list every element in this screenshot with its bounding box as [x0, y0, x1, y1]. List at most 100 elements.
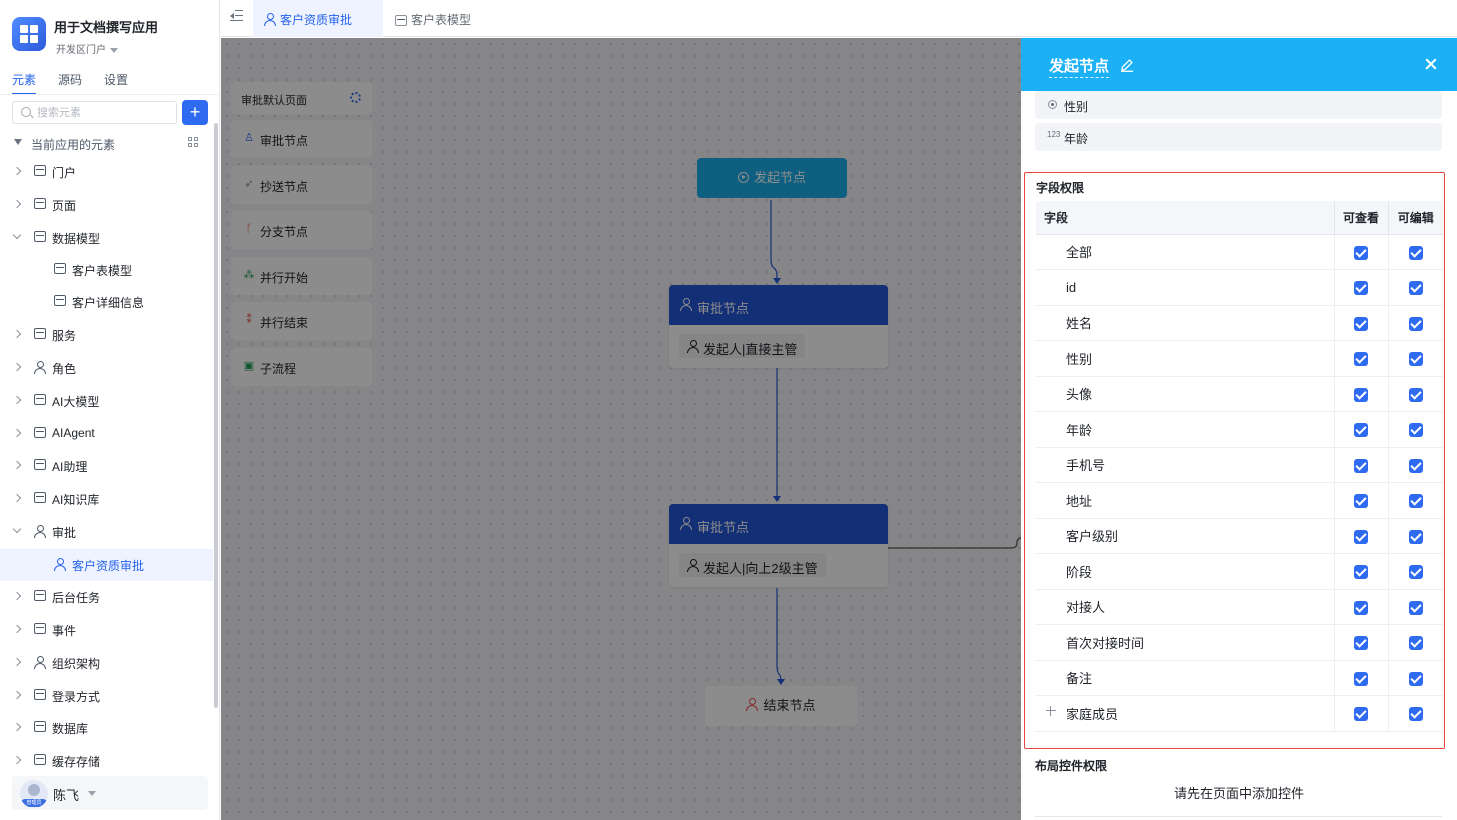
sidebar-item[interactable]: AI大模型	[0, 385, 213, 417]
sidebar-item[interactable]: 事件	[0, 614, 213, 646]
chevron-right-icon[interactable]	[12, 362, 22, 372]
app-env-selector[interactable]: 开发区门户	[56, 41, 118, 56]
sidebar-item[interactable]: 客户表模型	[0, 254, 213, 286]
chevron-right-icon[interactable]	[12, 199, 22, 209]
sidebar-item[interactable]: 客户详细信息	[0, 286, 213, 318]
edit-checkbox[interactable]	[1408, 387, 1423, 402]
sidebar-item[interactable]: 数据模型	[0, 222, 213, 254]
view-checkbox[interactable]	[1354, 281, 1368, 296]
chevron-right-icon[interactable]	[12, 624, 22, 634]
view-checkbox[interactable]	[1354, 529, 1368, 544]
chevron-right-icon[interactable]	[12, 657, 22, 667]
modal-overlay[interactable]	[221, 38, 1021, 820]
sidebar-item[interactable]: 客户资质审批	[0, 549, 213, 581]
chevron-right-icon[interactable]	[12, 428, 22, 438]
chevron-right-icon[interactable]	[12, 591, 22, 601]
app-header[interactable]: 用于文档撰写应用 开发区门户	[12, 16, 212, 56]
tree-group-header[interactable]: 当前应用的元素	[0, 130, 213, 155]
sidebar-item[interactable]: 审批	[0, 516, 213, 548]
edit-checkbox[interactable]	[1408, 600, 1423, 615]
sidebar-item[interactable]: 数据库	[0, 712, 213, 744]
approval-icon	[680, 517, 692, 530]
field-chip[interactable]: 123 年龄	[1035, 123, 1442, 151]
edit-checkbox[interactable]	[1408, 671, 1423, 686]
view-checkbox[interactable]	[1354, 352, 1368, 367]
palette-item[interactable]: ➶抄送节点	[231, 165, 372, 204]
edit-checkbox[interactable]	[1408, 281, 1423, 296]
palette-item[interactable]: ⁑并行结束	[231, 302, 372, 341]
edit-checkbox[interactable]	[1408, 529, 1423, 544]
chevron-right-icon[interactable]	[12, 690, 22, 700]
edit-checkbox[interactable]	[1408, 458, 1423, 473]
column-header-field: 字段	[1036, 201, 1334, 235]
approval-node[interactable]: 审批节点 发起人|直接主管	[669, 285, 888, 368]
sidebar-item[interactable]: 页面	[0, 189, 213, 221]
edit-checkbox[interactable]	[1408, 352, 1423, 367]
sidebar-item[interactable]: 组织架构	[0, 647, 213, 679]
sidebar-item[interactable]: 缓存存储	[0, 745, 213, 777]
sidebar-item[interactable]: 登录方式	[0, 680, 213, 712]
view-checkbox[interactable]	[1354, 494, 1368, 509]
view-checkbox[interactable]	[1354, 458, 1368, 473]
collapse-sidebar-icon[interactable]	[230, 10, 243, 22]
search-box[interactable]	[12, 101, 177, 124]
chevron-right-icon[interactable]	[12, 166, 22, 176]
user-menu[interactable]: 管理员 陈飞	[12, 776, 208, 810]
chevron-right-icon[interactable]	[12, 755, 22, 765]
close-icon[interactable]	[1422, 55, 1440, 73]
chevron-down-icon[interactable]	[12, 524, 22, 534]
edit-checkbox[interactable]	[1408, 565, 1423, 580]
view-checkbox[interactable]	[1354, 636, 1368, 651]
view-checkbox[interactable]	[1354, 707, 1368, 722]
edit-checkbox[interactable]	[1408, 316, 1423, 331]
start-node[interactable]: 发起节点	[697, 158, 847, 198]
sidebar-item[interactable]: AI助理	[0, 450, 213, 482]
end-node[interactable]: 结束节点	[705, 686, 857, 726]
chevron-right-icon[interactable]	[12, 722, 22, 732]
chevron-right-icon[interactable]	[12, 395, 22, 405]
tab-customer-approval[interactable]: 客户资质审批	[253, 0, 383, 37]
view-checkbox[interactable]	[1354, 316, 1368, 331]
chevron-right-icon[interactable]	[12, 329, 22, 339]
expand-icon[interactable]	[1046, 706, 1056, 716]
edit-icon[interactable]	[1120, 58, 1134, 72]
layout-icon[interactable]	[188, 137, 199, 148]
view-checkbox[interactable]	[1354, 387, 1368, 402]
drawer-title[interactable]: 发起节点	[1049, 55, 1110, 78]
add-element-button[interactable]: +	[182, 100, 208, 125]
sidebar-item[interactable]: 后台任务	[0, 581, 213, 613]
sidebar-item[interactable]: 角色	[0, 352, 213, 384]
chevron-down-icon[interactable]	[12, 230, 22, 240]
tab-customer-model[interactable]: 客户表模型	[395, 0, 471, 37]
view-checkbox[interactable]	[1354, 600, 1368, 615]
sidebar-item[interactable]: AI知识库	[0, 483, 213, 515]
palette-item[interactable]: ▣子流程	[231, 348, 372, 386]
gear-icon[interactable]	[350, 92, 361, 103]
palette-item[interactable]: ⁂并行开始	[231, 256, 372, 295]
view-checkbox[interactable]	[1354, 245, 1368, 260]
edit-checkbox[interactable]	[1408, 636, 1423, 651]
org-icon	[33, 656, 46, 669]
sidebar-item[interactable]: AIAgent	[0, 418, 213, 450]
field-chip[interactable]: 性别	[1035, 91, 1442, 119]
approval-node[interactable]: 审批节点 发起人|向上2级主管	[669, 504, 888, 587]
search-input[interactable]	[37, 104, 172, 121]
sidebar-item[interactable]: 服务	[0, 319, 213, 351]
edit-checkbox[interactable]	[1408, 423, 1423, 438]
tab-source[interactable]: 源码	[58, 73, 83, 87]
view-checkbox[interactable]	[1354, 671, 1368, 686]
palette-item[interactable]: ♙审批节点	[231, 120, 372, 158]
edit-checkbox[interactable]	[1408, 245, 1423, 260]
edit-checkbox[interactable]	[1408, 494, 1423, 509]
sidebar-item[interactable]: 门户	[0, 156, 213, 188]
sidebar-scrollbar[interactable]	[214, 123, 218, 708]
chevron-right-icon[interactable]	[12, 460, 22, 470]
tab-settings[interactable]: 设置	[104, 73, 129, 87]
view-checkbox[interactable]	[1354, 423, 1368, 438]
edit-checkbox[interactable]	[1408, 707, 1423, 722]
tab-elements[interactable]: 元素	[12, 71, 37, 95]
chevron-right-icon[interactable]	[12, 493, 22, 503]
view-checkbox[interactable]	[1354, 565, 1368, 580]
